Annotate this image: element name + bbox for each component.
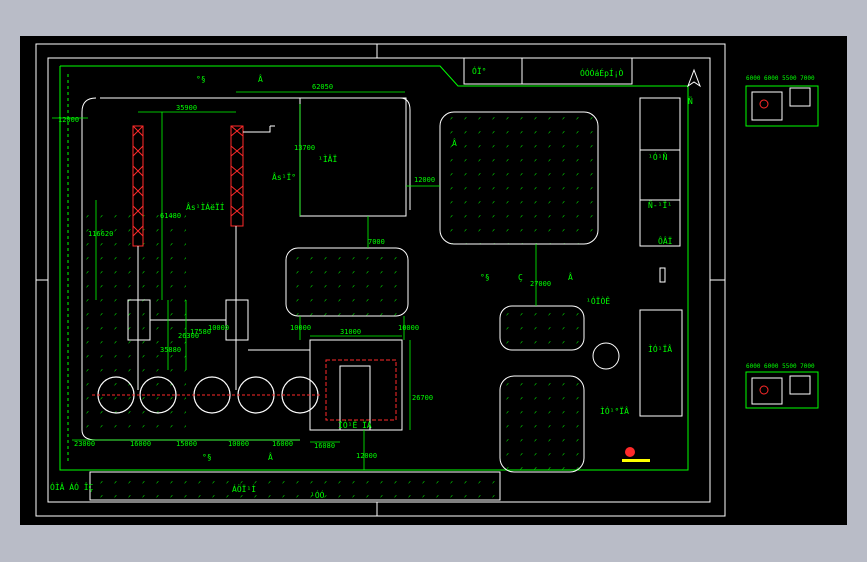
dim-116620: 116620 <box>88 230 113 238</box>
dim-12000b: 12000 <box>414 176 435 184</box>
green-block-upper <box>439 111 599 245</box>
thumbnail-top: 6000 6000 5500 7000 <box>745 75 819 127</box>
label-right-side-2: Ñ-¹Ï¹ <box>648 200 672 210</box>
label-upper-bldg: ¹ÌÂÏ <box>318 153 337 164</box>
dim-12000: 12000 <box>58 116 79 124</box>
dim-7000: 7000 <box>368 238 385 246</box>
truck-bay <box>339 365 371 431</box>
svg-text:6000 6000 5500 7000: 6000 6000 5500 7000 <box>746 363 815 370</box>
tank-pad-inner <box>325 359 397 421</box>
dim-26700: 26700 <box>412 394 433 402</box>
green-block-lower <box>499 375 585 473</box>
dim-61480: 61480 <box>160 212 181 220</box>
bldg-right-mid <box>639 309 683 417</box>
label-garden: ÌÓ¹°ÏÂ <box>600 405 629 416</box>
label-bottom-mid: ÁÖÏ¹Ì <box>232 483 256 494</box>
label-north: Ñ <box>688 96 693 106</box>
bldg-right-tall <box>639 97 681 247</box>
dim-10000d: 10000 <box>208 324 229 332</box>
label-tower2: Âs¹ÌÁëÏÍ <box>186 201 225 212</box>
dim-10000b: 10000 <box>398 324 419 332</box>
inner-border <box>47 57 711 503</box>
label-right-block-1: ÓÏ° <box>472 65 486 76</box>
marker-bar <box>659 267 666 283</box>
dim-17580: 17580 <box>190 328 211 336</box>
label-center-a: Â <box>568 271 573 282</box>
green-block-small <box>499 305 585 351</box>
label-bottom-left: ÓÌÂ ÁÓ ÎÇ <box>50 481 94 492</box>
bldg-right-top2 <box>521 57 633 85</box>
label-right-mid-text: ÎÓ¹Ë ÏÁ <box>338 419 372 430</box>
dim-16080: 16080 <box>314 442 335 450</box>
tower-right <box>230 125 275 227</box>
label-small-bldg: ¹ÓÏÒÊ <box>586 295 610 306</box>
label-park-letter: Â <box>452 137 457 148</box>
label-right-side-3: ÔÂÏ <box>658 235 673 246</box>
green-strip-bottom <box>89 471 501 501</box>
dim-31000: 31000 <box>340 328 361 336</box>
green-block-mid <box>285 247 409 317</box>
dim-62050: 62050 <box>312 83 333 91</box>
round-feature <box>592 342 620 370</box>
label-center-cj2: Ç <box>518 273 523 282</box>
label-center-cjk: °§ <box>480 273 490 282</box>
north-arrow-icon <box>686 68 702 88</box>
dim-12000c: 12000 <box>356 452 377 460</box>
thumbnail-bottom: 6000 6000 5500 7000 <box>745 363 819 409</box>
label-top-left-cjk: °§ <box>196 75 206 84</box>
logo-icon <box>622 447 650 462</box>
dim-10000: 10000 <box>290 324 311 332</box>
label-bottom-cjk: °§ <box>202 453 212 462</box>
dim-23000: 23000 <box>74 440 95 448</box>
dim-35900: 35900 <box>176 104 197 112</box>
green-block-left <box>86 215 186 435</box>
dim-16000b: 16000 <box>272 440 293 448</box>
dim-13700: 13700 <box>294 144 315 152</box>
dim-10000c: 10000 <box>228 440 249 448</box>
label-bottom-gate: ¹ÓÓ <box>310 489 325 500</box>
dim-15000: 15000 <box>176 440 197 448</box>
dim-27000: 27000 <box>530 280 551 288</box>
dim-35880: 35880 <box>160 346 181 354</box>
label-top-mid-a: Â <box>258 73 263 84</box>
piping <box>127 226 310 390</box>
dim-16000: 16000 <box>130 440 151 448</box>
label-bottom-a: Â <box>268 451 273 462</box>
label-right-block-2: ÓÓÓáÉpÍ¡Ò <box>580 67 624 78</box>
svg-text:6000 6000 5500 7000: 6000 6000 5500 7000 <box>746 75 815 82</box>
label-rb: ÌÓ¹ÏÂ <box>648 343 672 354</box>
label-tower: Âs¹Ï° <box>272 171 296 182</box>
dim-26300: 26300 <box>178 332 199 340</box>
label-right-side-1: ¹Ó¹Ñ <box>648 151 667 162</box>
